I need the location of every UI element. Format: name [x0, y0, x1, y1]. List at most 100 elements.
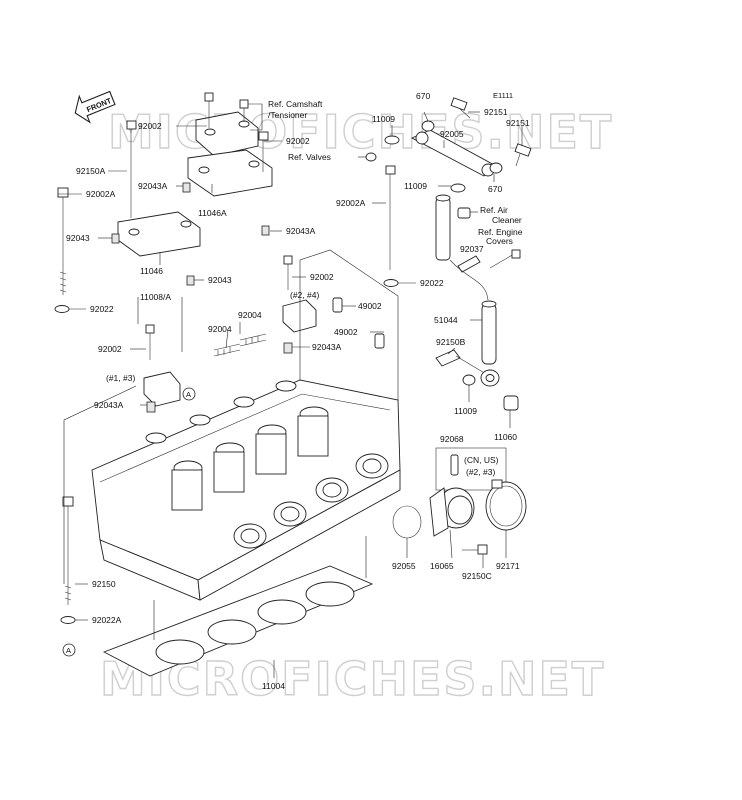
- label-11046A: 11046A: [198, 208, 227, 218]
- stud-92004-a: [213, 343, 241, 357]
- head-gasket-11004: [102, 565, 374, 677]
- plug-ref-valves: [365, 152, 377, 162]
- oring-92055: [392, 505, 422, 539]
- cam-cap-13: [143, 371, 181, 407]
- label-92005: 92005: [440, 129, 464, 139]
- banjo-fitting: [480, 369, 500, 387]
- label-49002-b: 49002: [334, 327, 358, 337]
- label-92002A-left: 92002A: [86, 189, 116, 199]
- label-ref-air-2: Cleaner: [492, 215, 522, 225]
- callout-box-92068: [435, 447, 507, 491]
- label-92004-b: 92004: [208, 324, 232, 334]
- pipe-92005: [410, 129, 497, 177]
- washer-11009-mid: [450, 183, 466, 193]
- label-92151-b: 92151: [506, 118, 530, 128]
- label-11060: 11060: [494, 432, 517, 442]
- bolt-92002-center: [283, 255, 293, 290]
- washer-92022-right: [383, 279, 399, 287]
- oring-670-top: [421, 120, 435, 132]
- label-92043A-3: 92043A: [312, 342, 342, 352]
- label-ref-tensioner: /Tensioner: [268, 110, 307, 120]
- bolt-92002-top-a: [204, 92, 214, 128]
- label-92150A: 92150A: [76, 166, 106, 176]
- label-92150C: 92150C: [462, 571, 492, 581]
- label-92022-left: 92022: [90, 304, 114, 314]
- watermark-top: MICROFICHES.NET: [108, 105, 613, 159]
- dowel-92043A-1: [182, 182, 191, 193]
- label-note-23: (#2, #3): [466, 467, 495, 477]
- dowel-92043A-4: [146, 401, 156, 413]
- label-670-top: 670: [416, 91, 430, 101]
- washer-92022A: [60, 616, 76, 624]
- marker-a-1: A: [182, 387, 196, 401]
- clamp-92171: [485, 479, 527, 531]
- dowel-92043A-2: [261, 225, 270, 236]
- dowel-92043-mid: [186, 275, 195, 286]
- bolt-92037: [457, 255, 481, 273]
- label-92022A: 92022A: [92, 615, 122, 625]
- hose-line: [449, 259, 489, 301]
- bolt-92151-b: [514, 143, 532, 167]
- label-11009-mid: 11009: [404, 181, 427, 191]
- breather-pipe: [435, 194, 451, 261]
- cam-cap-24: [282, 299, 317, 333]
- label-92151-a: 92151: [484, 107, 508, 117]
- oring-670-bot: [489, 162, 503, 174]
- bolt-92002A-right: [385, 165, 396, 270]
- washer-92022-left: [54, 305, 70, 313]
- label-16065: 16065: [430, 561, 454, 571]
- label-92002-mid: 92002: [98, 344, 122, 354]
- label-92171: 92171: [496, 561, 520, 571]
- washer-11009-top: [384, 135, 400, 145]
- label-92043A-2: 92043A: [286, 226, 316, 236]
- marker-a-2: A: [62, 643, 76, 657]
- label-92043A-4: 92043A: [94, 400, 124, 410]
- label-92004-a: 92004: [238, 310, 262, 320]
- label-51044: 51044: [434, 315, 458, 325]
- bolt-92002-tr: [258, 131, 269, 172]
- label-92002-center: 92002: [310, 272, 334, 282]
- label-92043-left: 92043: [66, 233, 90, 243]
- bolt-92150A: [126, 120, 137, 218]
- holder-16065: [429, 487, 475, 537]
- label-92037: 92037: [460, 244, 484, 254]
- marker-a-2-label: A: [66, 646, 71, 655]
- label-ref-air-1: Ref. Air: [480, 205, 508, 215]
- label-92002-top: 92002: [138, 121, 162, 131]
- hose-51044: [481, 300, 497, 365]
- bolt-92150C: [462, 544, 488, 555]
- label-11004: 11004: [262, 681, 285, 691]
- stud-92004-b: [239, 333, 267, 347]
- label-cn-us: (CN, US): [464, 455, 499, 465]
- dowel-92043-left: [111, 233, 120, 244]
- camshaft-cap-upper: [195, 111, 259, 157]
- label-49002-a: 49002: [358, 301, 382, 311]
- plug-49002-b: [374, 333, 385, 349]
- label-92150B: 92150B: [436, 337, 466, 347]
- diagram-code: E1111: [493, 91, 513, 100]
- label-11009-low: 11009: [454, 406, 477, 416]
- plug-49002-a: [332, 297, 343, 313]
- label-670-bot: 670: [488, 184, 502, 194]
- label-note-13: (#1, #3): [106, 373, 135, 383]
- part-labels: 92002 Ref. Camshaft /Tensioner 92002 Ref…: [66, 91, 530, 691]
- cap-11060: [503, 395, 519, 411]
- washer-11009-low: [462, 374, 476, 386]
- clamp-ref-air-cleaner: [457, 207, 471, 219]
- label-92068: 92068: [440, 434, 464, 444]
- label-92150-left: 92150: [92, 579, 116, 589]
- label-11009-top: 11009: [372, 114, 395, 124]
- bolt-92002-mid: [145, 324, 155, 360]
- label-11046: 11046: [140, 266, 163, 276]
- cylinder-head: [91, 379, 401, 601]
- leader-lines: [58, 103, 523, 678]
- label-92022-right: 92022: [420, 278, 444, 288]
- label-92043A-1: 92043A: [138, 181, 168, 191]
- label-92055: 92055: [392, 561, 416, 571]
- dowel-92043A-3: [283, 342, 293, 354]
- label-92002-tr: 92002: [286, 136, 310, 146]
- banjo-bolt-92150B: [435, 349, 487, 375]
- label-92043-mid: 92043: [208, 275, 232, 285]
- camshaft-cap-11046A: [187, 149, 273, 197]
